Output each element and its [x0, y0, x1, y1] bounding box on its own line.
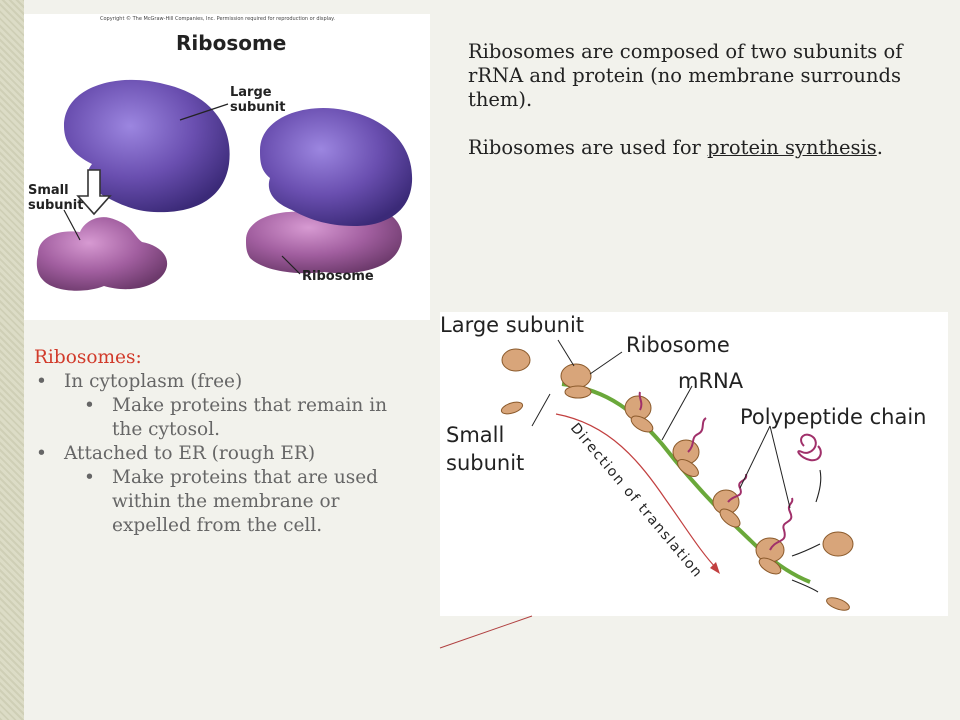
ribosome-small — [677, 459, 699, 477]
large-subunit-pointer — [557, 339, 575, 367]
small-subunit-pointer — [63, 209, 81, 241]
list-subitem: • Make proteins that remain in the cytoso… — [34, 394, 414, 442]
description-period: . — [876, 136, 883, 159]
decorative-line — [439, 615, 533, 649]
list-item: • In cytoplasm (free) — [34, 370, 414, 394]
large-subunit-label-line1: Large — [230, 85, 272, 100]
polypeptide-chain — [687, 417, 707, 453]
large-subunit-shape — [64, 79, 230, 213]
small-subunit-label-line1: Small — [28, 183, 69, 198]
description: Ribosomes are composed of two subunits o… — [468, 40, 938, 184]
ribosome-small — [630, 415, 654, 433]
large-subunit-pointer — [179, 103, 229, 121]
list-heading: Ribosomes: — [34, 347, 142, 368]
release-arrow-2 — [791, 579, 819, 593]
released-large-subunit — [822, 531, 854, 557]
ribosome-structure-figure: Copyright © The McGraw-Hill Companies, I… — [24, 14, 430, 320]
small-subunit-label-line1: Small — [446, 423, 504, 447]
ribosome-small — [564, 385, 592, 399]
list-item-text: Attached to ER (rough ER) — [64, 443, 316, 464]
assembled-large-subunit-shape — [260, 107, 413, 226]
list-subitem-text: Make proteins that are used within the m… — [112, 467, 379, 536]
ribosome-locations-list: Ribosomes: • In cytoplasm (free) • Make pr… — [34, 346, 414, 538]
ribosome-small — [758, 557, 782, 575]
free-small-subunit — [500, 401, 524, 415]
ribosome-small — [719, 508, 741, 528]
decorative-band — [0, 0, 24, 720]
large-subunit-label: Large subunit — [440, 313, 584, 337]
large-subunit-label-line2: subunit — [230, 100, 285, 115]
ribosome-pointer — [589, 351, 623, 375]
description-text: Ribosomes are used for — [468, 136, 708, 159]
bullet-icon: • — [36, 371, 47, 392]
bullet-icon: • — [36, 443, 47, 464]
ribosome-large — [560, 363, 592, 389]
small-subunit-shape — [36, 217, 168, 291]
list-subitem: • Make proteins that are used within the … — [34, 466, 414, 538]
list-item: • Attached to ER (rough ER) — [34, 442, 414, 466]
copyright-text: Copyright © The McGraw-Hill Companies, I… — [100, 15, 335, 22]
polypeptide-chain — [638, 391, 643, 411]
ribosome-label: Ribosome — [626, 333, 730, 357]
release-up-arrow — [815, 469, 822, 503]
mrna-pointer — [661, 385, 693, 441]
released-small-subunit — [826, 597, 850, 611]
figure-title: Ribosome — [176, 31, 286, 55]
polypeptide-chain — [769, 497, 794, 551]
direction-arrowhead-icon — [710, 562, 720, 574]
down-arrow-icon — [76, 169, 112, 216]
bullet-icon: • — [84, 395, 95, 416]
bullet-icon: • — [84, 467, 95, 488]
protein-synthesis-term: protein synthesis — [707, 136, 877, 159]
free-large-subunit — [501, 348, 531, 372]
release-arrow — [791, 543, 821, 557]
small-subunit-label-line2: subunit — [446, 451, 524, 475]
translation-figure: Large subunit Ribosome mRNA Polypeptide … — [440, 312, 948, 616]
polypeptide-pointer-2 — [739, 425, 771, 489]
ribosome-label: Ribosome — [302, 269, 374, 284]
list-item-text: In cytoplasm (free) — [64, 371, 243, 392]
polypeptide-pointer-1 — [769, 425, 791, 509]
released-polypeptide — [797, 433, 822, 462]
ribosome-pointer — [281, 255, 301, 275]
small-subunit-label-line2: subunit — [28, 198, 83, 213]
description-paragraph-2: Ribosomes are used for protein synthesis… — [468, 136, 938, 160]
description-paragraph-1: Ribosomes are composed of two subunits o… — [468, 40, 903, 111]
mrna-label: mRNA — [678, 369, 744, 393]
small-subunit-pointer — [531, 393, 551, 427]
direction-arrow — [555, 413, 719, 571]
list-subitem-text: Make proteins that remain in the cytosol… — [112, 395, 388, 440]
polypeptide-label: Polypeptide chain — [740, 405, 926, 429]
